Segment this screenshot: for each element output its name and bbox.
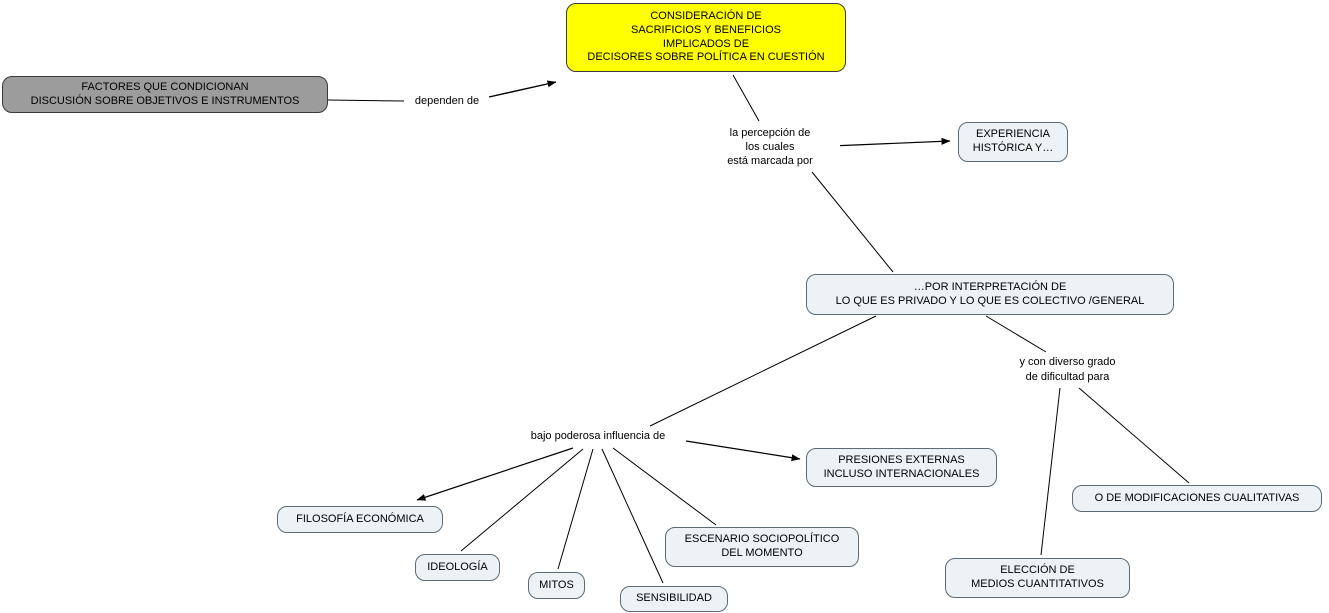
edge-percepcion-experiencia: [830, 137, 951, 147]
edge-influencia-ideologia: [460, 448, 584, 552]
edge-grado-eleccion: [1040, 387, 1061, 556]
edge-dependen-consideracion: [488, 80, 557, 98]
node-modificaciones[interactable]: O DE MODIFICACIONES CUALITATIVAS: [1072, 485, 1322, 512]
edge-influencia-sensibilidad: [601, 448, 664, 584]
link-label-dependen-de[interactable]: dependen de: [405, 93, 489, 109]
edge-consideracion-percepcion: [732, 74, 760, 122]
node-presiones[interactable]: PRESIONES EXTERNAS INCLUSO INTERNACIONAL…: [806, 448, 997, 487]
edge-influencia-presiones: [685, 440, 801, 462]
edge-factores-dependen: [327, 99, 405, 102]
link-label-percepcion[interactable]: la percepción de los cuales está marcada…: [700, 124, 840, 170]
edge-influencia-filosofia: [416, 447, 574, 501]
link-label-grado[interactable]: y con diverso grado de dificultad para: [1000, 354, 1135, 385]
node-experiencia[interactable]: EXPERIENCIA HISTÓRICA Y…: [958, 122, 1068, 162]
edge-influencia-mitos: [557, 448, 594, 570]
node-eleccion[interactable]: ELECCIÓN DE MEDIOS CUANTITATIVOS: [945, 558, 1130, 598]
node-ideologia[interactable]: IDEOLOGÍA: [415, 554, 500, 581]
edge-percepcion-interpretacion: [811, 171, 894, 273]
edge-interpretacion-grado: [985, 315, 1047, 353]
edge-interpretacion-influencia: [649, 315, 877, 427]
node-consideracion[interactable]: CONSIDERACIÓN DE SACRIFICIOS Y BENEFICIO…: [566, 3, 846, 72]
node-filosofia[interactable]: FILOSOFÍA ECONÓMICA: [277, 506, 443, 533]
edge-influencia-escenario: [612, 447, 717, 526]
link-label-influencia[interactable]: bajo poderosa influencia de: [511, 428, 685, 444]
node-mitos[interactable]: MITOS: [528, 572, 585, 599]
edge-grado-modificaciones: [1078, 387, 1190, 484]
node-sensibilidad[interactable]: SENSIBILIDAD: [620, 586, 728, 612]
node-escenario[interactable]: ESCENARIO SOCIOPOLÍTICO DEL MOMENTO: [665, 527, 859, 567]
node-interpretacion[interactable]: …POR INTERPRETACIÓN DE LO QUE ES PRIVADO…: [806, 274, 1174, 315]
node-factores[interactable]: FACTORES QUE CONDICIONAN DISCUSIÓN SOBRE…: [2, 76, 328, 113]
